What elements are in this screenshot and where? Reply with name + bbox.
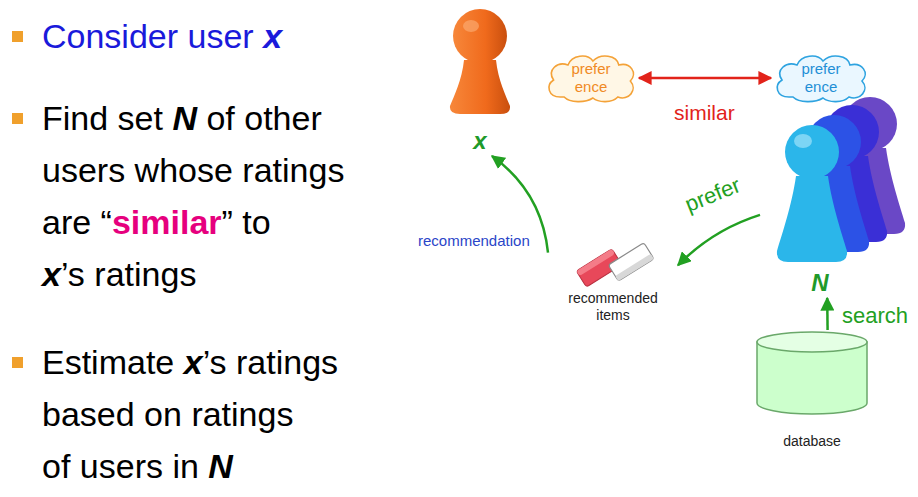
bullet-text: Find set N of other users whose ratings … <box>42 92 344 300</box>
node-text: x <box>473 127 486 156</box>
preference-cloud: prefer ence <box>543 52 639 104</box>
edge-label: prefer <box>680 171 746 217</box>
user-pawn <box>450 9 510 114</box>
bullet-text: Estimate x’s ratings based on ratings of… <box>42 336 338 492</box>
bullet-marker <box>12 357 23 368</box>
neighbor-group: N <box>760 100 880 298</box>
database-cylinder: database <box>752 330 872 450</box>
connector-arrow <box>826 298 829 330</box>
cylinder-outline <box>752 330 872 416</box>
user-label-box: x <box>450 4 510 156</box>
recommended-item-icons <box>576 243 654 287</box>
connector-arrow <box>678 215 760 265</box>
node-text: prefer ence <box>564 60 618 96</box>
edge-label: search <box>840 303 910 328</box>
preference-cloud: prefer ence <box>771 52 871 104</box>
bullet-marker <box>12 31 23 42</box>
node-text: prefer ence <box>794 60 848 96</box>
node-text: N <box>811 269 828 298</box>
node-text: recommended items <box>561 290 665 324</box>
node-text: database <box>783 433 841 450</box>
bullet-marker <box>12 113 23 124</box>
bullet-text: Consider user x <box>42 10 282 62</box>
edge-label: similar <box>672 101 737 125</box>
item-group: recommended items <box>548 240 678 324</box>
connector-arrow <box>639 77 771 80</box>
edge-label: recommendation <box>416 232 532 249</box>
user-group-pawns <box>777 97 905 262</box>
